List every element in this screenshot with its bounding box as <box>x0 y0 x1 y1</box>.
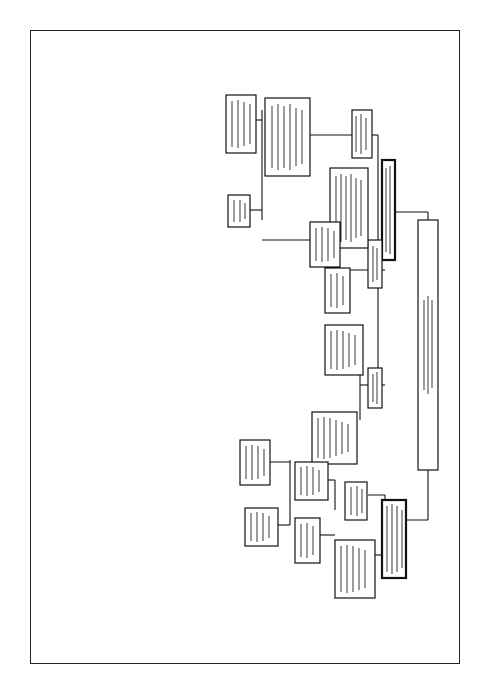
sub-node-2 <box>367 239 383 289</box>
leaf-node-13 <box>244 507 279 547</box>
leaf-node-8 <box>311 411 358 465</box>
leaf-node-4 <box>227 194 251 228</box>
leaf-node-5 <box>309 221 341 268</box>
leaf-node-9 <box>334 539 376 599</box>
root-node <box>417 219 439 471</box>
sub-node-4 <box>344 481 368 521</box>
leaf-node-10 <box>294 461 329 501</box>
leaf-node-2 <box>264 97 311 177</box>
leaf-node-7 <box>324 324 364 376</box>
sub-node-1 <box>351 109 373 159</box>
page-border <box>30 30 460 664</box>
leaf-node-3 <box>225 94 257 154</box>
leaf-node-11 <box>294 517 321 564</box>
branch-top-node <box>380 158 397 262</box>
leaf-node-6 <box>324 267 351 314</box>
leaf-node-12 <box>239 439 271 486</box>
sub-node-3 <box>367 367 383 409</box>
branch-bottom-node <box>380 498 408 580</box>
